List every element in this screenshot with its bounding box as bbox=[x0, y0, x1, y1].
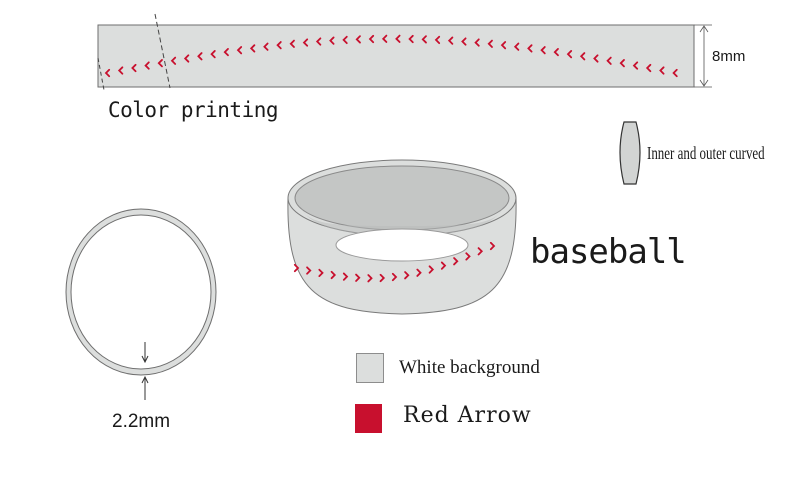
ring-stitch-arrow bbox=[428, 265, 435, 274]
strip-stitch-arrow bbox=[672, 68, 678, 78]
red-arrow-swatch bbox=[355, 404, 382, 433]
strip-stitch-arrow bbox=[447, 36, 454, 45]
color-printing-label: Color printing bbox=[108, 98, 279, 122]
strip-stitch-arrow bbox=[368, 34, 375, 44]
strip-stitch-arrow bbox=[263, 42, 269, 51]
strip-stitch-arrow bbox=[183, 54, 190, 63]
ring-stitch-arrow bbox=[306, 266, 312, 275]
strip-stitch-arrow bbox=[434, 35, 441, 45]
strip-stitch-arrow bbox=[632, 61, 639, 70]
strip-stitch-arrow bbox=[606, 56, 612, 65]
strip-stitch-arrow bbox=[223, 47, 229, 57]
strip-stitch-arrow bbox=[170, 56, 177, 65]
ring-stitch-arrow bbox=[330, 270, 337, 280]
strip-stitch-arrow bbox=[342, 35, 348, 45]
strip-stitch-arrow bbox=[144, 61, 150, 70]
strip-stitch-arrows bbox=[104, 34, 678, 78]
strip-stitch-arrow bbox=[315, 37, 322, 46]
ring-stitch-arrow bbox=[379, 273, 386, 283]
strip-stitch-arrow bbox=[553, 47, 559, 57]
strip-stitch-arrow bbox=[500, 41, 507, 50]
strip-stitch-arrow bbox=[579, 52, 586, 61]
strip-stitch-arrow bbox=[131, 63, 137, 73]
ring-stitch-arrow bbox=[453, 257, 459, 266]
strip-stitch-arrow bbox=[659, 66, 665, 75]
ring-stitch-arrow bbox=[355, 273, 361, 282]
ring-stitch-arrow bbox=[367, 274, 373, 283]
ring-stitch-arrows bbox=[293, 241, 496, 283]
ring-profile-circle bbox=[65, 208, 217, 400]
strip-stitch-arrow bbox=[249, 44, 256, 53]
strip-stitch-arrow bbox=[619, 59, 625, 68]
strip-stitch-arrow bbox=[236, 46, 243, 55]
strip-stitch-arrow bbox=[527, 44, 533, 53]
strip-stitch-arrow bbox=[276, 41, 282, 50]
pattern-name-label: baseball bbox=[530, 232, 687, 272]
flat-band-strip bbox=[97, 13, 695, 91]
strip-stitch-arrow bbox=[289, 39, 295, 48]
white-background-legend-label: White background bbox=[399, 357, 540, 378]
strip-stitch-arrow bbox=[513, 42, 520, 51]
strip-stitch-arrow bbox=[395, 34, 401, 43]
strip-stitch-arrow bbox=[645, 63, 652, 73]
ring-stitch-arrow bbox=[293, 263, 300, 273]
inner-outer-curved-label: Inner and outer curved bbox=[647, 143, 765, 163]
white-background-swatch bbox=[356, 353, 384, 383]
ring-stitch-arrow bbox=[404, 271, 410, 280]
ring-stitch-arrow bbox=[440, 261, 447, 270]
strip-stitch-arrow bbox=[117, 66, 124, 75]
strip-stitch-arrow bbox=[540, 46, 546, 55]
strip-stitch-arrow bbox=[593, 54, 599, 63]
red-arrow-legend-label: Red Arrow bbox=[403, 403, 532, 428]
ring-stitch-arrow bbox=[416, 268, 422, 277]
width-dimension-label: 8mm bbox=[712, 48, 746, 65]
thickness-dimension-label: 2.2mm bbox=[112, 411, 171, 432]
ring-3d-illustration bbox=[287, 159, 517, 315]
strip-stitch-arrow bbox=[210, 50, 216, 59]
ring-stitch-arrow bbox=[477, 247, 484, 256]
ring-stitch-arrow bbox=[391, 272, 398, 282]
ring-stitch-arrow bbox=[465, 252, 471, 261]
strip-stitch-arrow bbox=[487, 39, 493, 48]
ring-stitch-arrow bbox=[489, 241, 496, 251]
strip-stitch-arrow bbox=[461, 37, 467, 46]
strip-stitch-arrow bbox=[474, 38, 480, 47]
strip-stitch-arrow bbox=[408, 34, 414, 44]
curved-profile-icon bbox=[619, 121, 641, 185]
strip-stitch-arrow bbox=[157, 59, 163, 68]
width-dimension-marker bbox=[694, 24, 712, 88]
strip-stitch-arrow bbox=[421, 35, 427, 44]
strip-stitch-arrow bbox=[197, 52, 203, 61]
strip-stitch-arrow bbox=[381, 34, 388, 43]
ring-stitch-arrow bbox=[318, 268, 324, 278]
strip-stitch-arrow bbox=[566, 50, 573, 59]
ring-stitch-arrow bbox=[342, 272, 349, 281]
strip-stitch-arrow bbox=[329, 36, 335, 45]
strip-stitch-arrow bbox=[355, 35, 361, 44]
strip-stitch-arrow bbox=[104, 68, 111, 78]
strip-stitch-arrow bbox=[302, 38, 309, 47]
